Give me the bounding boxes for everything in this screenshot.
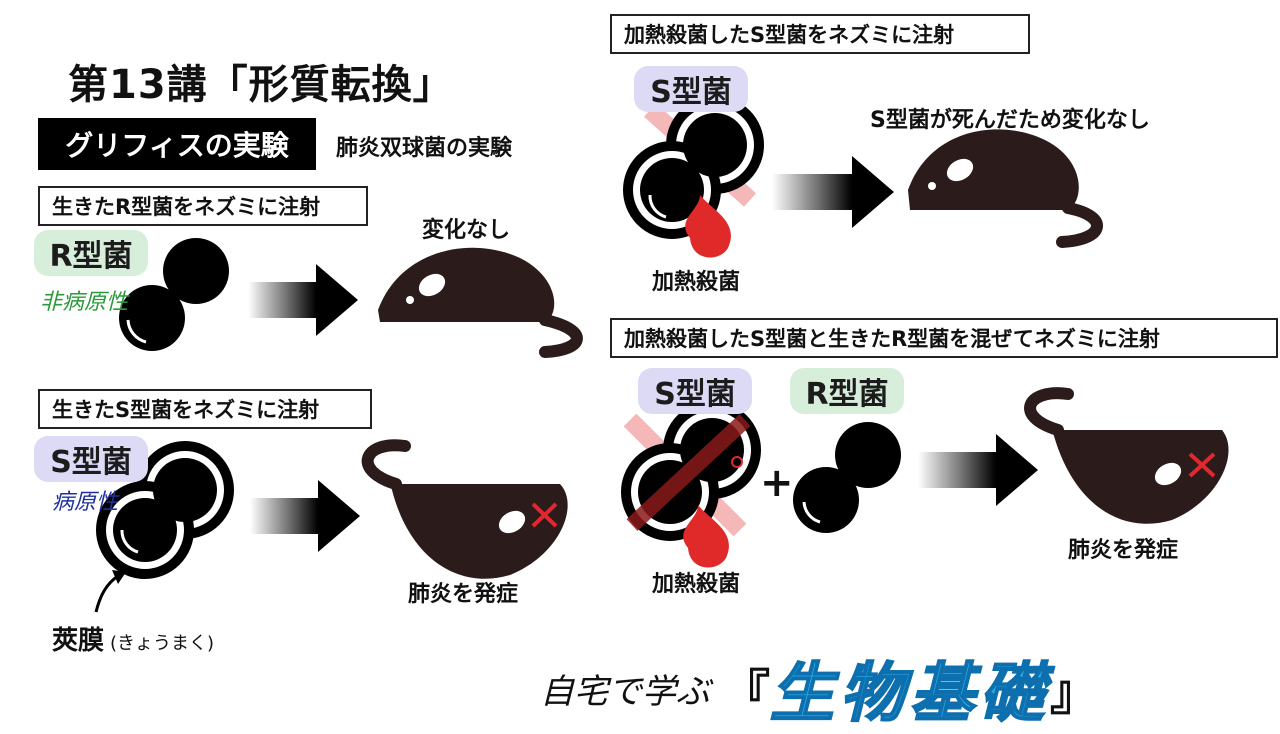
result-panel-3: S型菌が死んだため変化なし <box>870 108 1150 133</box>
pathogenic-note: 病原性 <box>52 490 119 515</box>
capsule-label: 莢膜(きょうまく) <box>52 620 214 657</box>
page-title: 第13講「形質転換」 <box>68 62 454 108</box>
heat-kill-label-4: 加熱殺菌 <box>652 572 741 597</box>
s-bacteria-pair-2 <box>96 441 234 579</box>
caption-panel-4: 加熱殺菌したS型菌と生きたR型菌を混ぜてネズミに注射 <box>610 318 1278 358</box>
mouse-dead-4 <box>1024 387 1229 524</box>
s-bacteria-heat-killed-4 <box>621 401 761 568</box>
capsule-pointer-arrow <box>94 570 126 613</box>
section-subtitle: 肺炎双球菌の実験 <box>336 136 513 161</box>
heat-kill-label-3: 加熱殺菌 <box>652 270 741 295</box>
footer-prefix: 自宅で学ぶ <box>540 671 710 712</box>
mouse-healthy-3 <box>908 129 1103 248</box>
mouse-healthy-1 <box>378 247 583 358</box>
arrow-3 <box>772 156 894 228</box>
non-pathogenic-note: 非病原性 <box>40 290 129 315</box>
result-panel-1: 変化なし <box>422 218 511 243</box>
flame-icon-3 <box>685 195 731 258</box>
s-bacteria-label-4: S型菌 <box>638 368 752 414</box>
footer-brand: 自宅で学ぶ 『 生物基礎 』 <box>540 642 1098 734</box>
s-bacteria-label-3: S型菌 <box>634 66 748 112</box>
flame-icon-4 <box>683 505 729 568</box>
footer-open-bracket: 『 <box>722 665 771 721</box>
result-panel-2: 肺炎を発症 <box>408 582 519 607</box>
r-bacteria-pair-1 <box>119 238 229 351</box>
arrow-4 <box>918 434 1038 506</box>
caption-panel-1: 生きたR型菌をネズミに注射 <box>38 186 368 226</box>
dead-mark-4 <box>1188 452 1216 478</box>
r-bacteria-label-4: R型菌 <box>790 368 904 414</box>
s-bacteria-label-2: S型菌 <box>34 436 148 482</box>
arrow-1 <box>248 264 358 336</box>
footer-close-bracket: 』 <box>1050 665 1099 721</box>
mouse-dead-2 <box>361 439 568 579</box>
capsule-term: 莢膜 <box>52 626 105 656</box>
r-bacteria-pair-4 <box>793 422 901 533</box>
s-bacteria-heat-killed-3 <box>623 96 764 258</box>
dead-mark-2 <box>531 502 558 528</box>
caption-panel-2: 生きたS型菌をネズミに注射 <box>38 389 372 429</box>
capsule-reading: (きょうまく) <box>110 633 215 654</box>
r-bacteria-label-1: R型菌 <box>34 230 148 276</box>
result-panel-4: 肺炎を発症 <box>1068 538 1179 563</box>
plus-sign: + <box>760 460 794 506</box>
arrow-2 <box>250 480 360 552</box>
section-tag: グリフィスの実験 <box>38 118 316 170</box>
caption-panel-3: 加熱殺菌したS型菌をネズミに注射 <box>610 14 1030 54</box>
footer-logo: 生物基礎 <box>769 656 1051 732</box>
